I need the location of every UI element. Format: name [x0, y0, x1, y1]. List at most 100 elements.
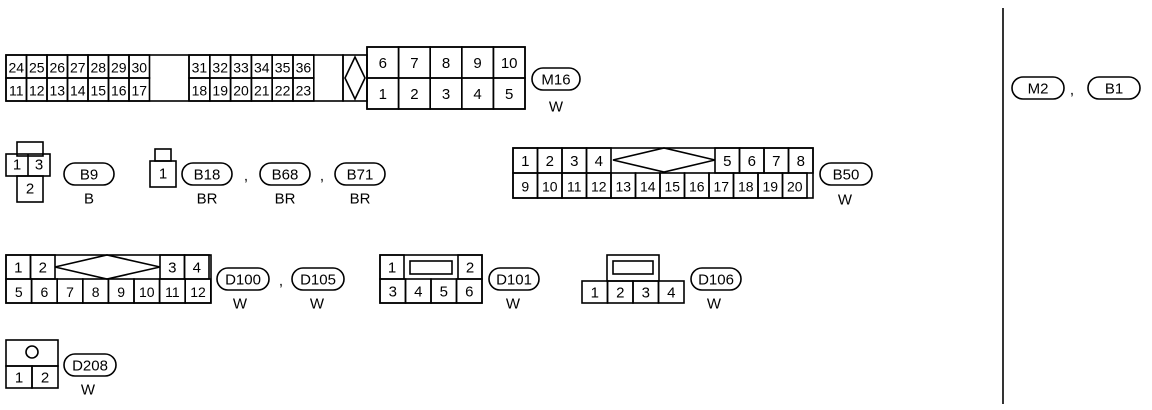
- b50-diamond: [612, 147, 716, 173]
- b18-latch: [154, 148, 172, 162]
- pin-number: 19: [762, 179, 778, 195]
- pin-number: 6: [41, 284, 49, 300]
- pin-number: 2: [39, 260, 47, 277]
- pin-number: 5: [15, 284, 23, 300]
- pin-number: 1: [159, 166, 167, 183]
- pin-number: 32: [212, 60, 228, 76]
- m2-tag: [1011, 76, 1065, 100]
- pin-number: 13: [615, 179, 631, 195]
- pin-number: 2: [546, 153, 554, 170]
- connector-label: B9: [80, 167, 98, 184]
- pin-number: 2: [616, 285, 624, 302]
- pin-number: 24: [8, 60, 24, 76]
- pin-number: 10: [542, 179, 558, 195]
- pin-number: 13: [49, 83, 65, 99]
- connector-label: M16: [541, 72, 570, 89]
- pin-number: 14: [70, 83, 86, 99]
- b71-tag: [334, 162, 386, 186]
- d100-tag: [216, 267, 270, 291]
- pin-number: 22: [275, 83, 291, 99]
- pin-number: 5: [723, 153, 731, 170]
- pin-number: 1: [15, 370, 23, 387]
- d101-tag: [488, 267, 540, 291]
- pin-number: 16: [111, 83, 127, 99]
- connector-label: D101: [496, 272, 532, 289]
- pin-number: 11: [165, 284, 180, 300]
- wire-color-code: W: [838, 192, 853, 209]
- comma-separator: ,: [279, 273, 283, 290]
- pin-number: 27: [70, 60, 86, 76]
- d208-housing: [5, 339, 59, 367]
- pin-number: 18: [192, 83, 208, 99]
- b50-tag: [819, 162, 873, 186]
- pin-number: 7: [410, 55, 418, 72]
- m16-tag: [531, 67, 581, 91]
- pin-number: 23: [296, 83, 312, 99]
- pin-number: 5: [440, 284, 448, 301]
- d106-tag: [690, 267, 742, 291]
- connector-label: D100: [225, 272, 261, 289]
- d100-diamond: [54, 254, 161, 280]
- pin-number: 3: [642, 285, 650, 302]
- b1-tag: [1087, 76, 1141, 100]
- pin-number: 1: [591, 285, 599, 302]
- wire-color-code: BR: [275, 191, 296, 208]
- pin-number: 36: [296, 60, 312, 76]
- pin-number: 15: [90, 83, 106, 99]
- pin-number: 4: [595, 153, 603, 170]
- pin-number: 1: [379, 86, 387, 103]
- pin-number: 3: [35, 157, 43, 174]
- wire-color-code: W: [233, 296, 248, 313]
- connector-label: D106: [698, 272, 734, 289]
- pin-number: 3: [168, 260, 176, 277]
- pin-number: 12: [591, 179, 607, 195]
- connector-label: D105: [300, 272, 336, 289]
- d208-hole: [25, 345, 39, 359]
- pin-number: 28: [90, 60, 106, 76]
- pin-cell: [657, 280, 685, 304]
- wire-color-code: W: [310, 296, 325, 313]
- pin-number: 17: [713, 179, 729, 195]
- b18-body: [149, 160, 177, 188]
- wire-color-code: B: [84, 191, 94, 208]
- pin-number: 30: [131, 60, 147, 76]
- pin-number: 9: [521, 179, 529, 195]
- pin-number: 2: [410, 86, 418, 103]
- pin-number: 17: [131, 83, 147, 99]
- connector-label: B1: [1105, 81, 1123, 98]
- b18-tag: [181, 162, 233, 186]
- pin-number: 11: [567, 179, 582, 195]
- pin-number: 31: [192, 60, 208, 76]
- pin-number: 35: [275, 60, 291, 76]
- b9-tag: [63, 162, 115, 186]
- pin-cell: [781, 172, 808, 199]
- pin-number: 6: [465, 284, 473, 301]
- wire-color-code: BR: [350, 191, 371, 208]
- pin-cell: [31, 365, 59, 389]
- pin-number: 20: [233, 83, 249, 99]
- pin-number: 7: [772, 153, 780, 170]
- pin-number: 1: [388, 260, 396, 277]
- pin-number: 1: [13, 157, 21, 174]
- connector-label: M2: [1028, 81, 1049, 98]
- pin-number: 16: [689, 179, 705, 195]
- pin-number: 9: [117, 284, 125, 300]
- b68-tag: [259, 162, 311, 186]
- d208-tag: [63, 353, 117, 377]
- pin-number: 11: [9, 83, 24, 99]
- pin-cell: [492, 77, 526, 110]
- wire-color-code: W: [707, 296, 722, 313]
- pin-number: 10: [139, 284, 155, 300]
- pin-number: 21: [254, 83, 270, 99]
- pin-number: 34: [254, 60, 270, 76]
- pin-number: 3: [570, 153, 578, 170]
- wire-color-code: W: [81, 382, 96, 399]
- pin-number: 9: [473, 55, 481, 72]
- pin-number: 4: [414, 284, 422, 301]
- pin-number: 4: [193, 260, 201, 277]
- d106-lock: [612, 260, 654, 275]
- pin-number: 33: [233, 60, 249, 76]
- pin-number: 1: [14, 260, 22, 277]
- wire-color-code: W: [549, 99, 564, 116]
